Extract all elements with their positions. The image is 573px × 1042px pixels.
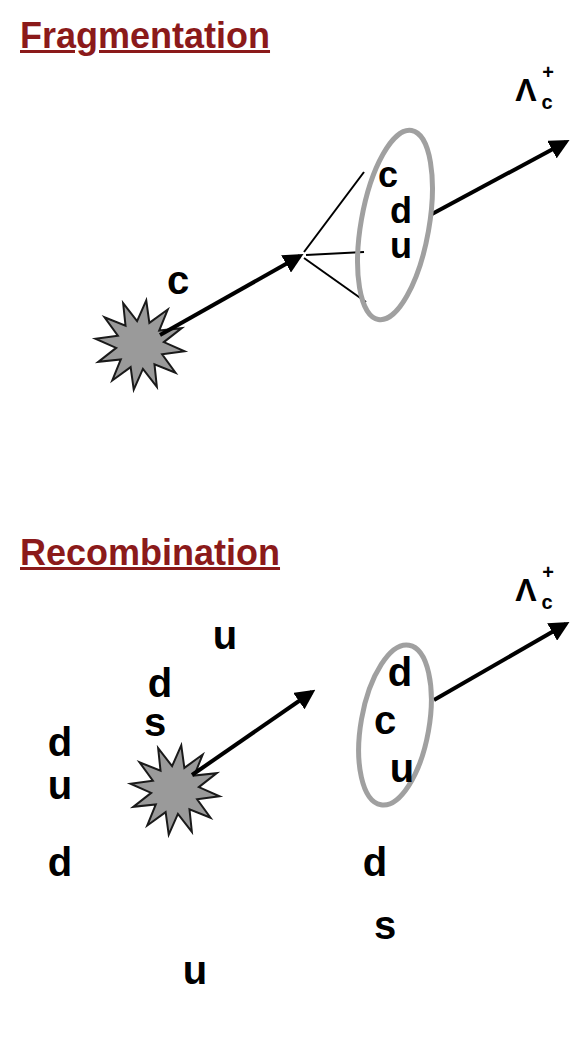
charm-arrow xyxy=(192,692,312,775)
quark-letter: d xyxy=(363,842,387,882)
particle-label: + xyxy=(542,62,554,82)
quark-letter: d xyxy=(48,722,72,762)
particle-label: c xyxy=(541,592,552,612)
particle-label: Λ xyxy=(515,574,536,606)
plasma-fill xyxy=(10,565,530,1035)
quark-letter: c xyxy=(378,157,398,193)
quark-letter: u xyxy=(390,748,414,788)
plasma-region: udsduddsudcu xyxy=(10,565,530,1035)
charm-arrow xyxy=(160,256,300,335)
quark-letter: u xyxy=(48,765,72,805)
quark-letter: u xyxy=(390,228,412,264)
hadron-ellipse: cdu xyxy=(355,125,435,325)
quark-letter: d xyxy=(148,663,172,703)
quark-letter: c xyxy=(374,700,396,740)
section-heading: Fragmentation xyxy=(20,18,270,54)
quark-letter: d xyxy=(48,842,72,882)
quark-letter: d xyxy=(388,652,412,692)
plasma-disc xyxy=(10,565,530,1035)
hadron-arrow xyxy=(434,624,566,700)
quark-letter: d xyxy=(390,193,412,229)
quark-letter: u xyxy=(213,615,237,655)
quark-letter: u xyxy=(183,950,207,990)
collision-star xyxy=(124,739,226,841)
collision-star xyxy=(89,294,191,396)
particle-label: c xyxy=(167,260,189,300)
ellipse-ring xyxy=(347,639,442,810)
quark-letter: s xyxy=(374,905,396,945)
particle-label: c xyxy=(541,92,552,112)
particle-label: + xyxy=(542,562,554,582)
section-heading: Recombination xyxy=(20,535,280,571)
hadron-arrow xyxy=(432,142,566,214)
ellipse-ring xyxy=(345,125,445,326)
hadron-ellipse: dcu xyxy=(355,640,435,810)
string-line xyxy=(304,172,364,252)
particle-label: Λ xyxy=(515,74,536,106)
quark-letter: s xyxy=(144,702,166,742)
